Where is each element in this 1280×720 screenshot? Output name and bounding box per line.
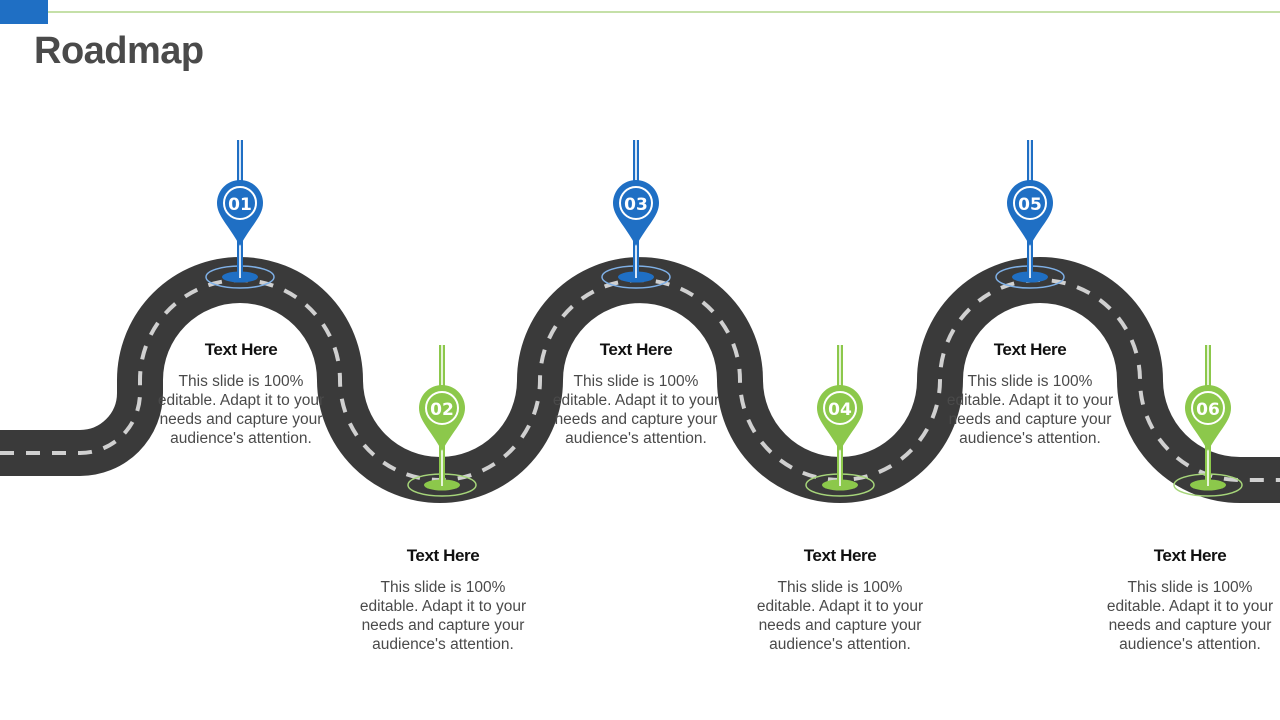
milestone-heading: Text Here — [204, 340, 278, 359]
milestone-text-01: Text Here This slide is 100% editable. A… — [156, 340, 326, 448]
milestone-pin-01: 01 — [205, 140, 275, 289]
pin-number-04: 04 — [828, 400, 852, 420]
pin-number-01: 01 — [228, 195, 252, 215]
road-lane-marks — [0, 278, 1280, 482]
pin-number-02: 02 — [430, 400, 454, 420]
milestone-heading: Text Here — [599, 340, 673, 359]
milestone-heading: Text Here — [406, 546, 480, 565]
header-rule — [48, 11, 1280, 13]
milestone-description: This slide is 100% editable. Adapt it to… — [552, 373, 720, 447]
milestone-text-04: Text Here This slide is 100% editable. A… — [755, 546, 925, 654]
pin-number-05: 05 — [1018, 195, 1042, 215]
milestone-description: This slide is 100% editable. Adapt it to… — [756, 579, 924, 653]
milestone-text-05: Text Here This slide is 100% editable. A… — [945, 340, 1115, 448]
pin-number-03: 03 — [624, 195, 648, 215]
milestone-description: This slide is 100% editable. Adapt it to… — [157, 373, 325, 447]
milestone-text-03: Text Here This slide is 100% editable. A… — [551, 340, 721, 448]
pin-number-06: 06 — [1196, 400, 1220, 420]
page-title: Roadmap — [34, 30, 204, 72]
milestone-description: This slide is 100% editable. Adapt it to… — [359, 579, 527, 653]
milestone-text-06: Text Here This slide is 100% editable. A… — [1105, 546, 1275, 654]
milestone-text-02: Text Here This slide is 100% editable. A… — [358, 546, 528, 654]
corner-accent-block — [0, 0, 48, 24]
milestone-description: This slide is 100% editable. Adapt it to… — [1106, 579, 1274, 653]
milestone-description: This slide is 100% editable. Adapt it to… — [946, 373, 1114, 447]
milestone-pin-02: 02 — [407, 345, 477, 497]
milestone-heading: Text Here — [803, 546, 877, 565]
milestone-pin-06: 06 — [1173, 345, 1243, 497]
milestone-pin-05: 05 — [995, 140, 1065, 289]
milestone-heading: Text Here — [1153, 546, 1227, 565]
milestone-pin-03: 03 — [601, 140, 671, 289]
milestone-pin-04: 04 — [805, 345, 875, 497]
milestone-heading: Text Here — [993, 340, 1067, 359]
